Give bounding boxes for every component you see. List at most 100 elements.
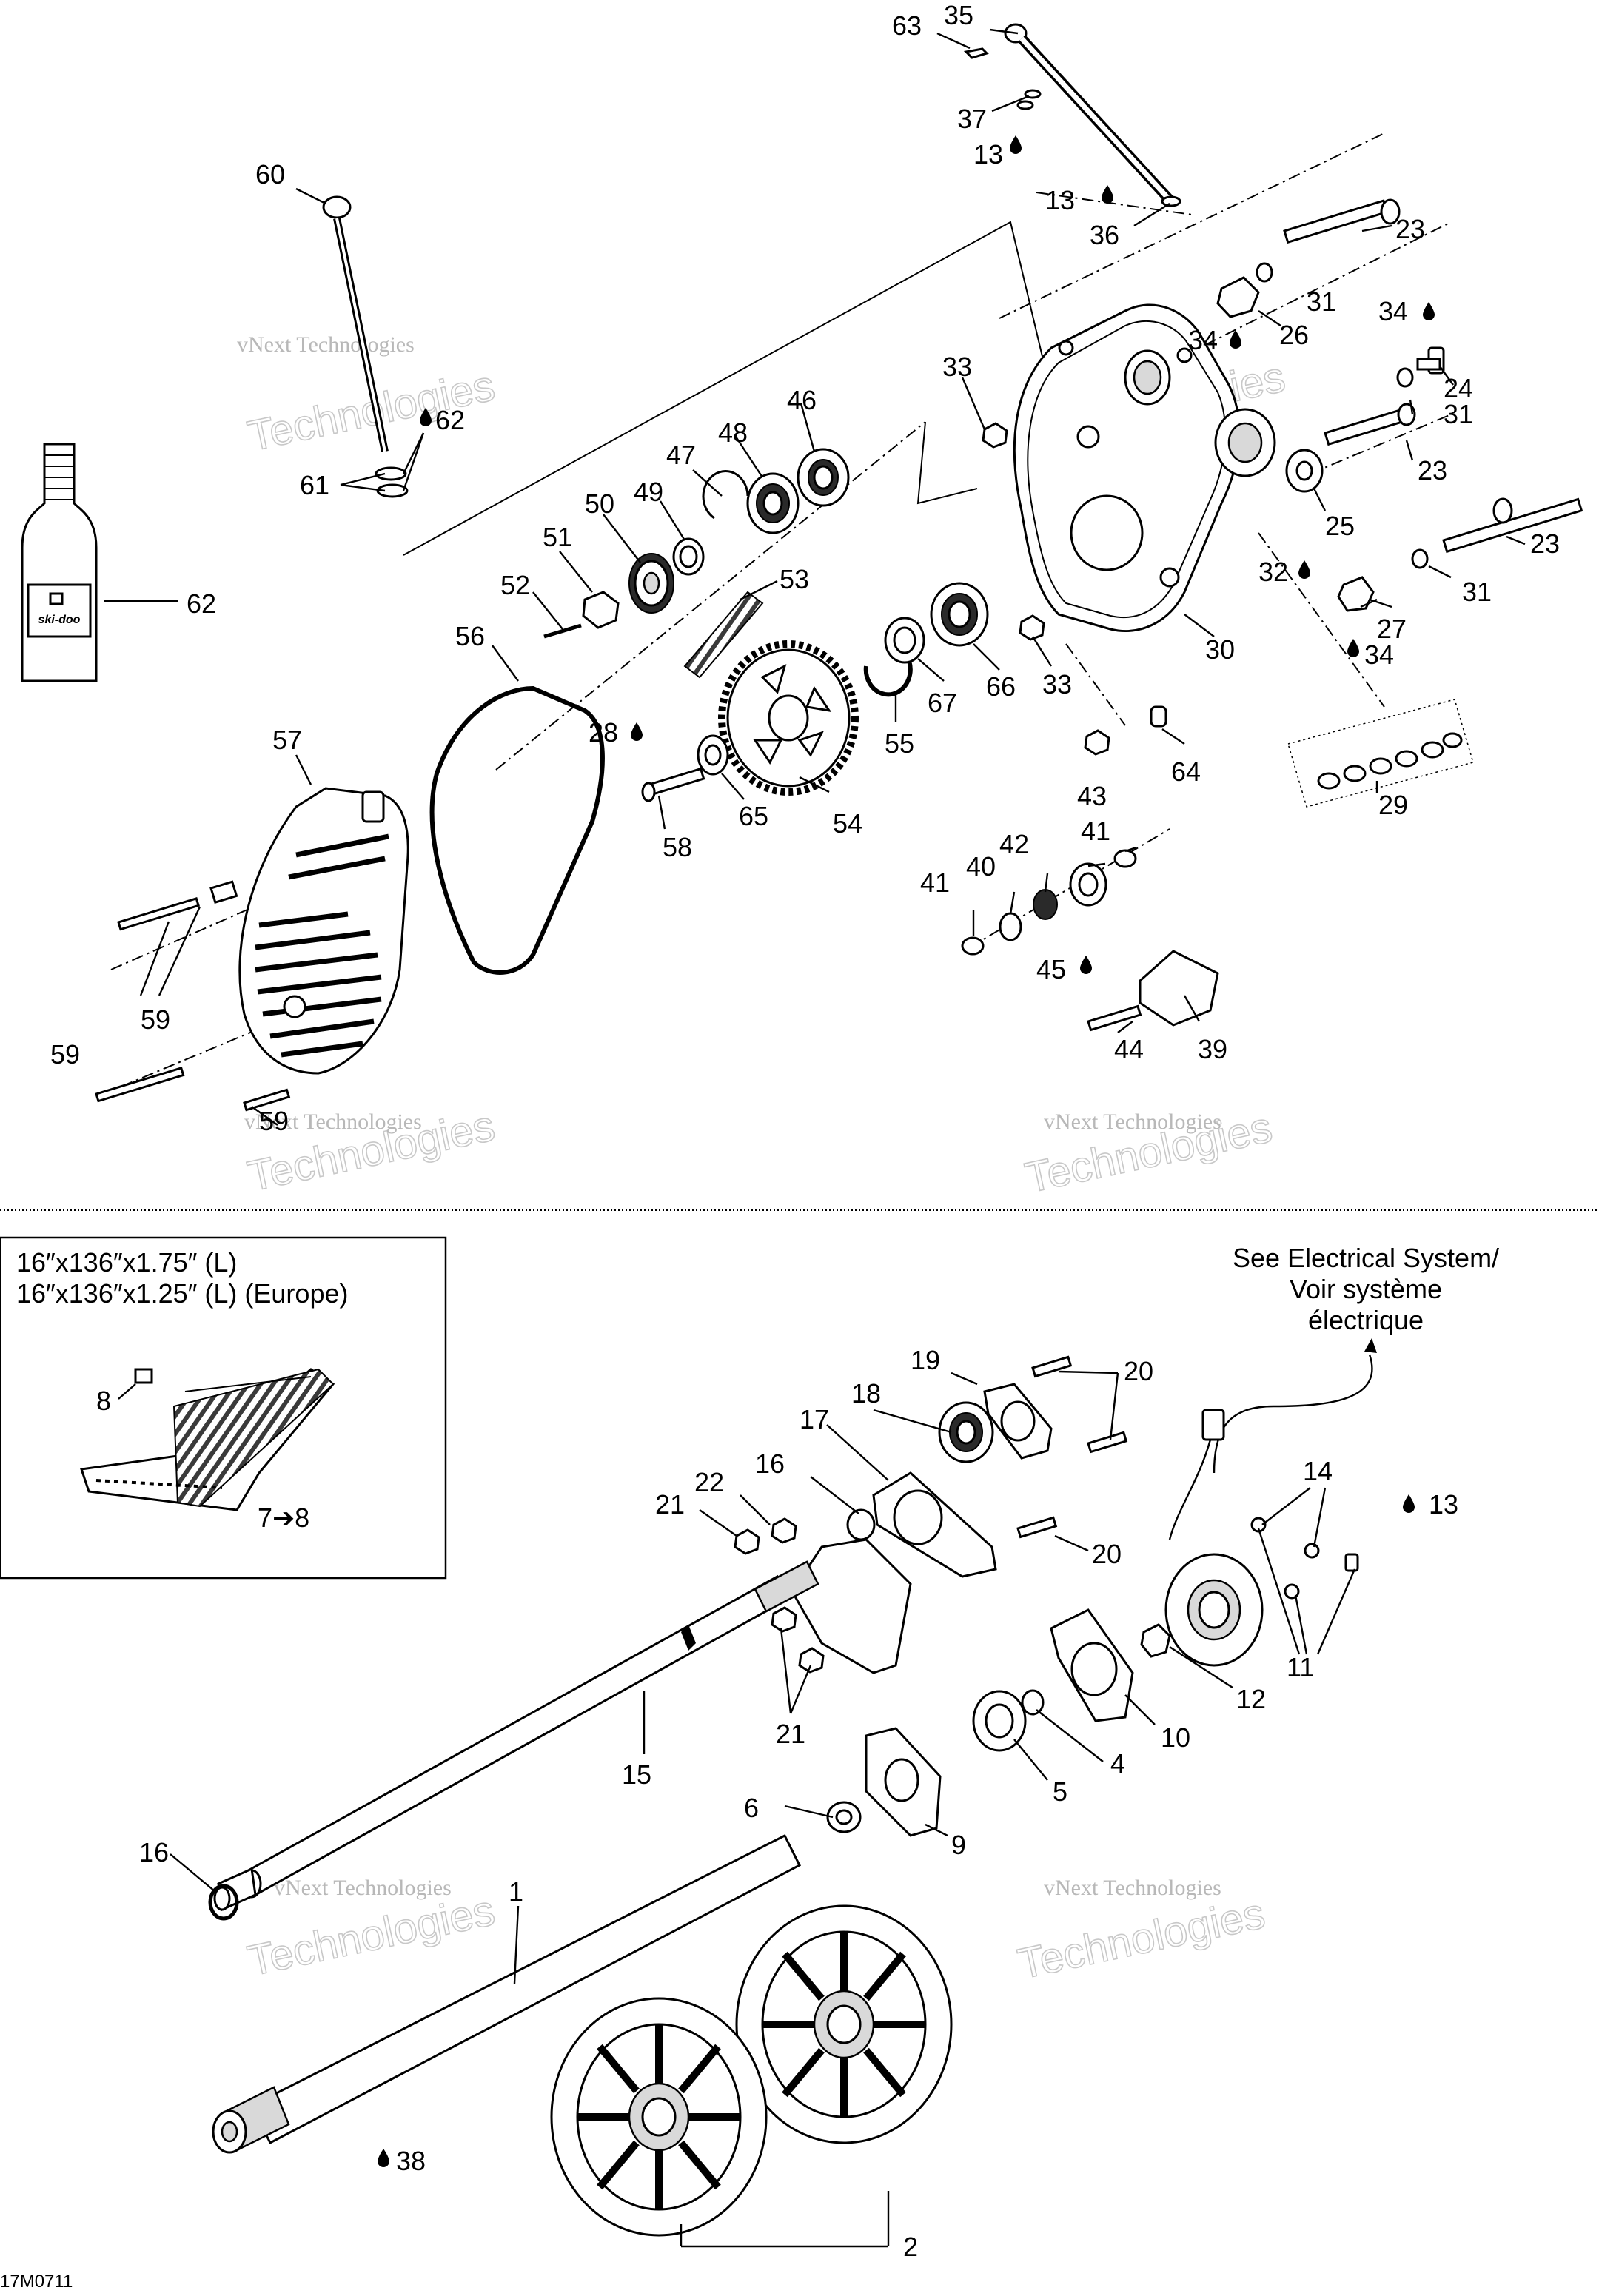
lubricant-drop-icon [631,722,643,741]
lubricant-bottle-62: ski-doo [21,443,98,682]
label-31: 31 [1462,577,1492,607]
label-49: 49 [634,477,663,507]
watermark-vnext: vNext Technologies [1044,1110,1221,1134]
label-29: 29 [1378,790,1408,820]
drive-axle-15 [213,1560,819,1912]
drive-chain-53 [683,591,764,679]
watermark-technologies: Technologies [1014,1889,1270,1988]
label-46: 46 [787,385,817,415]
label-31: 31 [1307,286,1336,317]
label-25: 25 [1325,511,1355,541]
label-41: 41 [1081,816,1110,846]
lubricant-drop-icon [1347,639,1359,657]
label-21: 21 [776,1719,805,1749]
label-33: 33 [1042,669,1072,699]
bearings-upper [702,448,850,534]
label-53: 53 [780,564,809,594]
label-66: 66 [986,671,1016,702]
label-36: 36 [1090,220,1119,250]
label-59: 59 [259,1106,289,1136]
label-37: 37 [957,104,987,134]
shim-set-29 [1287,699,1474,808]
label-6: 6 [744,1793,759,1823]
label-9: 9 [951,1830,966,1860]
oil-level-rod [963,23,1181,207]
label-17: 17 [800,1404,829,1434]
label-45: 45 [1036,954,1066,984]
track-label-7-8: 7➔8 [258,1503,309,1533]
label-1: 1 [509,1876,523,1907]
chaincase-cover-57 [238,787,409,1075]
lubricant-drop-icon [1403,1494,1415,1513]
label-10: 10 [1161,1722,1190,1753]
nuts-33 [982,422,1110,756]
tensioner-39-45 [961,849,1219,1032]
track-spec-line-2: 16″x136″x1.25″ (L) (Europe) [16,1278,348,1309]
label-14: 14 [1303,1456,1332,1486]
lubricant-drop-icon [1230,330,1241,349]
label-38: 38 [396,2146,426,2176]
label-16: 16 [755,1449,785,1479]
track-spec-line-1: 16″x136″x1.75″ (L) [16,1247,237,1278]
label-63: 63 [892,10,922,41]
speed-sensor-housing [1140,1517,1359,1667]
lubricant-drop-icon [1102,185,1113,204]
label-23: 23 [1418,455,1447,486]
label-48: 48 [718,417,748,448]
label-32: 32 [1258,557,1288,587]
label-12: 12 [1236,1684,1266,1714]
label-15: 15 [622,1759,651,1790]
bearing-flange-plates [826,1608,1134,1837]
label-58: 58 [663,832,692,862]
label-21: 21 [655,1489,685,1520]
label-18: 18 [851,1378,881,1409]
label-50: 50 [585,489,614,519]
chaincase-side-plate [734,1508,912,1674]
label-34: 34 [1364,640,1394,670]
label-44: 44 [1114,1034,1144,1064]
label-13: 13 [973,139,1003,169]
bolts-59 [95,880,291,1112]
upper-sprocket-assembly [543,537,705,639]
label-20: 20 [1124,1356,1153,1386]
label-40: 40 [966,851,996,882]
leader-lines [104,28,1526,2248]
driven-shaft-1 [212,1833,801,2154]
bolts-23 [1283,198,1583,554]
label-24: 24 [1444,373,1473,403]
label-62: 62 [435,405,465,435]
label-57: 57 [272,725,302,755]
track-label-8: 8 [96,1386,111,1416]
label-41: 41 [920,867,950,898]
diagram-code: 17M0711 [0,2272,73,2292]
label-33: 33 [942,352,972,382]
dipstick-60 [322,195,409,498]
label-54: 54 [833,808,862,839]
label-61: 61 [300,470,329,500]
electrical-note-line-3: électrique [1308,1305,1424,1335]
label-13: 13 [1045,185,1075,215]
lubricant-drop-icon [1080,956,1092,974]
label-65: 65 [739,801,768,831]
lubricant-drop-icon [1010,135,1022,154]
label-27: 27 [1377,614,1407,644]
part-labels: 63 35 37 13 13 36 23 31 34 34 26 24 31 2… [50,0,1560,2262]
label-56: 56 [455,621,485,651]
label-64: 64 [1171,756,1201,787]
track-inset-box: 16″x136″x1.75″ (L) 16″x136″x1.25″ (L) (E… [0,1236,447,1580]
electrical-note-line-2: Voir système [1290,1274,1442,1304]
gasket-56 [429,685,605,975]
label-19: 19 [911,1345,940,1375]
label-34: 34 [1188,325,1218,355]
label-30: 30 [1205,634,1235,665]
lower-bearings [863,582,989,697]
label-26: 26 [1279,320,1309,350]
label-39: 39 [1198,1034,1227,1064]
watermark-technologies: Technologies [244,1886,499,1985]
watermark-vnext: vNext Technologies [274,1876,452,1900]
label-16: 16 [139,1837,169,1867]
label-59: 59 [141,1004,170,1035]
label-59: 59 [50,1039,80,1070]
